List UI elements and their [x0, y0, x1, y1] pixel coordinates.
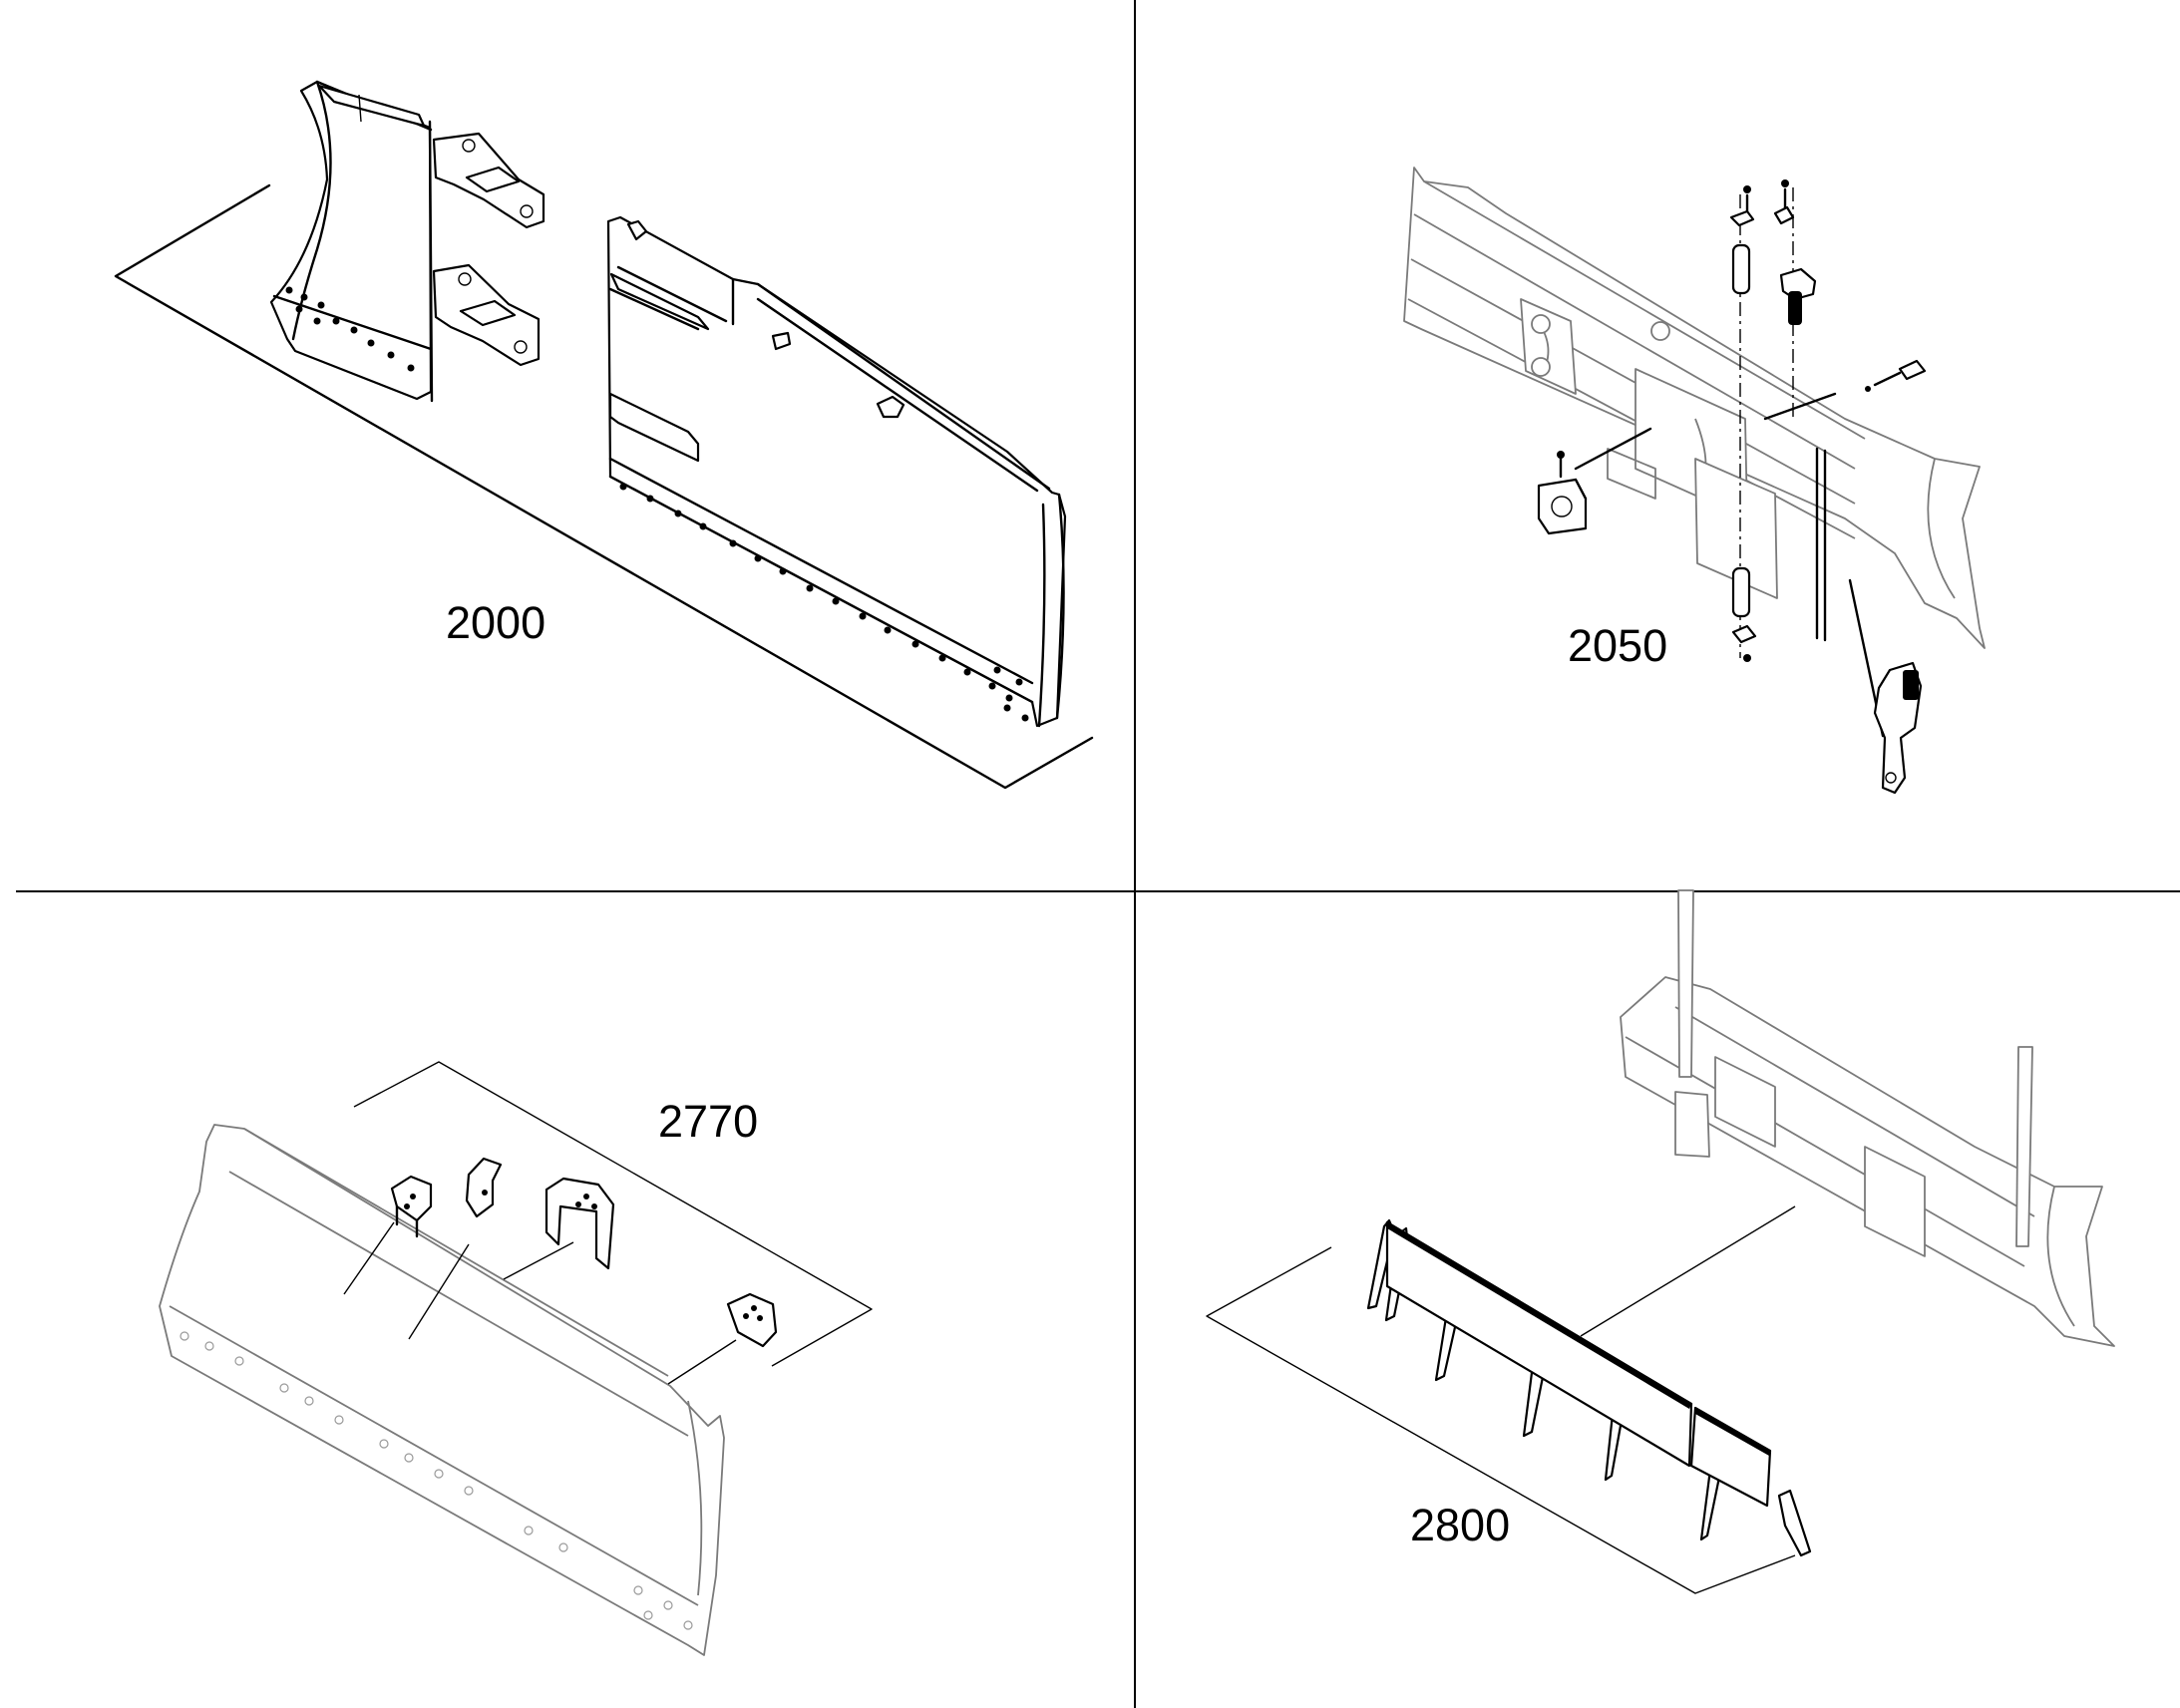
panel-label-2800: 2800 — [1410, 1500, 1510, 1550]
bearing-block — [1537, 427, 1652, 535]
panel-label-2770: 2770 — [658, 1096, 758, 1147]
bracket-1 — [343, 1175, 433, 1295]
blade-frame-ghost-2 — [1620, 976, 2115, 1347]
blade-ghost — [159, 1124, 725, 1656]
push-arm-lower — [432, 263, 541, 367]
panel-label-2050: 2050 — [1568, 620, 1667, 671]
vertical-pin-bar — [1815, 447, 1827, 642]
panel-pin-lock-assembly: 2050 — [1403, 167, 1986, 795]
bracket-2 — [408, 1157, 503, 1340]
hydraulic-rods — [1674, 889, 2033, 1247]
side-pin — [1865, 359, 1927, 392]
blade-frame — [606, 215, 1067, 728]
wear-strips — [1385, 1220, 1772, 1508]
leader-line — [1580, 1205, 1796, 1337]
ground-plane-lines — [114, 183, 1094, 790]
panel-label-2000: 2000 — [446, 597, 545, 648]
lock-lever — [1848, 578, 1923, 795]
pin-stack-left — [1729, 185, 1757, 662]
panel-wing-plates: 2800 — [1206, 889, 2115, 1594]
bracket-3 — [503, 1177, 615, 1280]
panel-blade-assembly: 2000 — [114, 80, 1094, 790]
pin-stack-right — [1763, 179, 1837, 421]
wing-plate-ground-lines — [1206, 1246, 1796, 1594]
moldboard — [269, 80, 434, 403]
panel-brackets: 2770 — [159, 1061, 873, 1656]
blade-frame-ghost — [1403, 167, 1986, 649]
push-arm-upper — [432, 132, 545, 229]
bracket-ground-lines — [353, 1061, 873, 1367]
bracket-4 — [667, 1292, 778, 1385]
